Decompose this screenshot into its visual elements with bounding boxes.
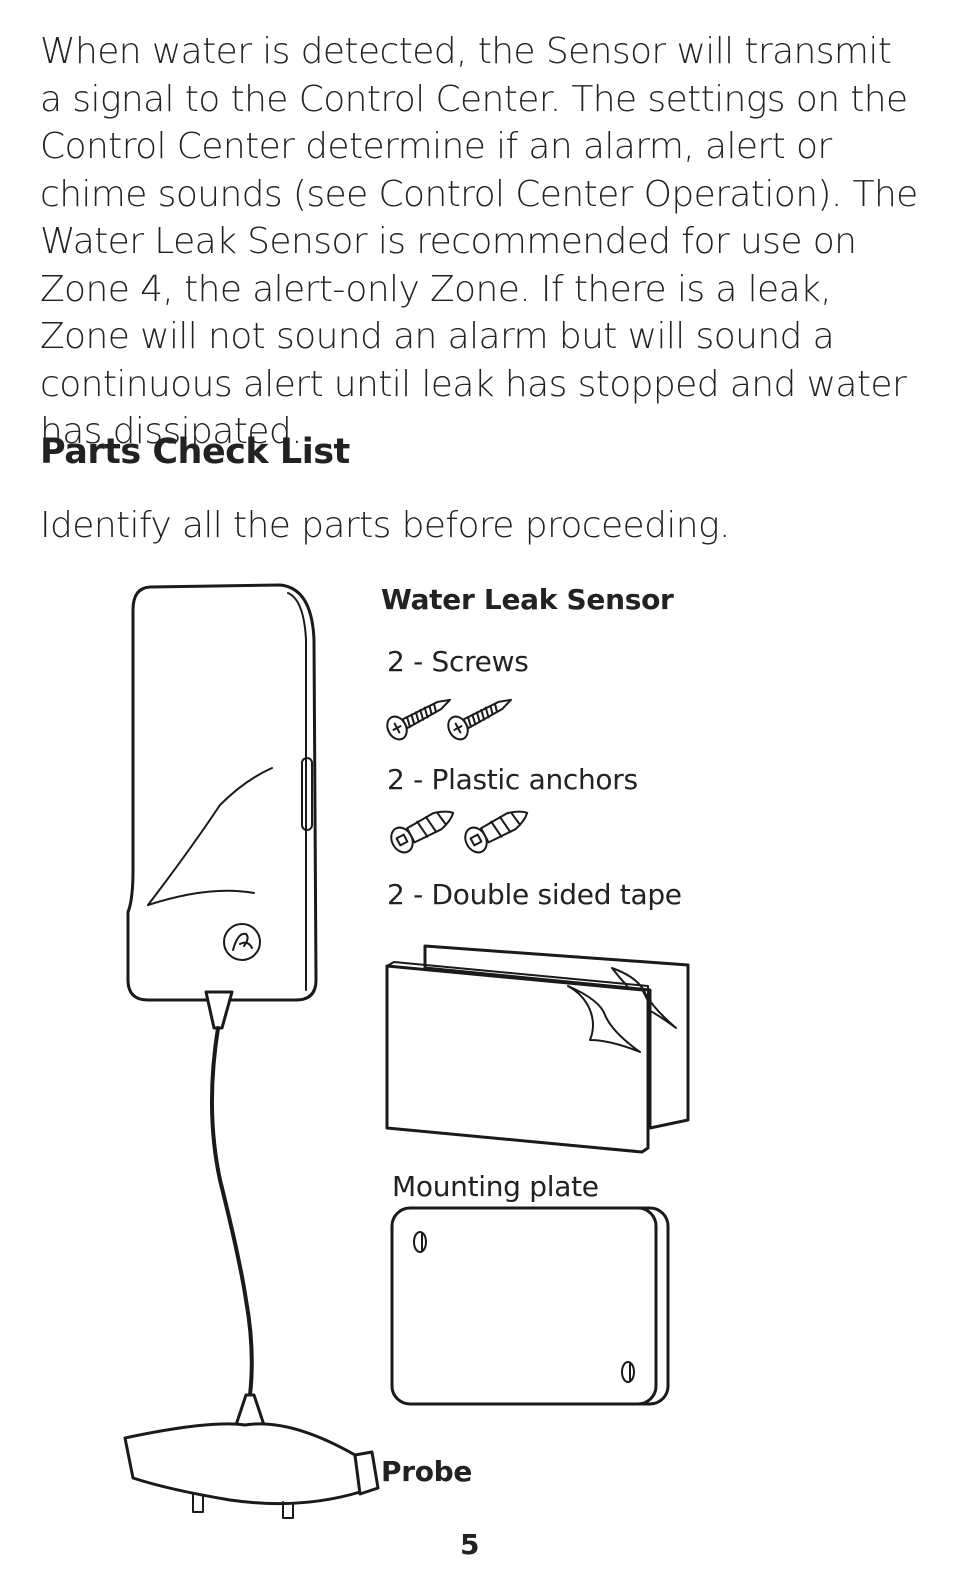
probe-cable xyxy=(209,1026,254,1397)
water-leak-sensor-label: Water Leak Sensor xyxy=(381,583,674,616)
double-sided-tape-illustration xyxy=(385,944,690,1154)
plastic-anchors-label: 2 - Plastic anchors xyxy=(387,763,638,796)
mounting-plate-illustration xyxy=(390,1206,670,1406)
intro-paragraph: When water is detected, the Sensor will … xyxy=(40,31,918,452)
plastic-anchors-illustration xyxy=(390,810,529,854)
probe-label: Probe xyxy=(381,1455,473,1488)
screws-label: 2 - Screws xyxy=(387,645,529,678)
sensor-body-illustration xyxy=(126,583,318,1002)
page-number: 5 xyxy=(460,1528,480,1561)
probe-illustration xyxy=(123,1422,380,1519)
mounting-plate-label: Mounting plate xyxy=(392,1170,599,1203)
cable-connector-top xyxy=(204,990,234,1030)
double-sided-tape-label: 2 - Double sided tape xyxy=(387,878,682,911)
parts-check-list-heading: Parts Check List xyxy=(40,432,350,472)
identify-parts-text: Identify all the parts before proceeding… xyxy=(40,505,730,546)
screws-illustration xyxy=(386,698,512,741)
